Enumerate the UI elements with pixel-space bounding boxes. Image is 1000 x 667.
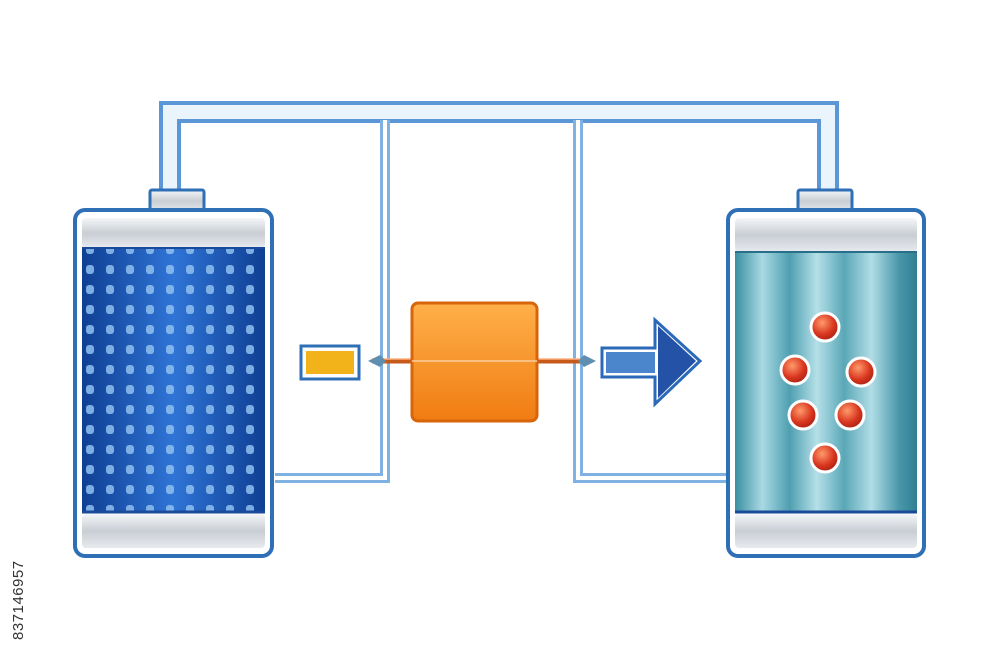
top-pipe	[159, 101, 839, 195]
arrow-right-icon	[600, 316, 703, 408]
particle	[834, 399, 866, 431]
particle	[779, 354, 811, 386]
particle	[787, 399, 819, 431]
particle	[809, 311, 841, 343]
left-inner-pipe	[275, 120, 390, 483]
filter-box-icon	[410, 301, 539, 423]
image-id-label: 837146957	[10, 560, 27, 640]
right-inner-pipe	[573, 120, 728, 483]
particle	[845, 356, 877, 388]
input-block	[299, 344, 361, 381]
left-tank	[73, 188, 274, 558]
right-tank	[726, 188, 926, 558]
particles	[779, 311, 877, 474]
particle	[809, 442, 841, 474]
